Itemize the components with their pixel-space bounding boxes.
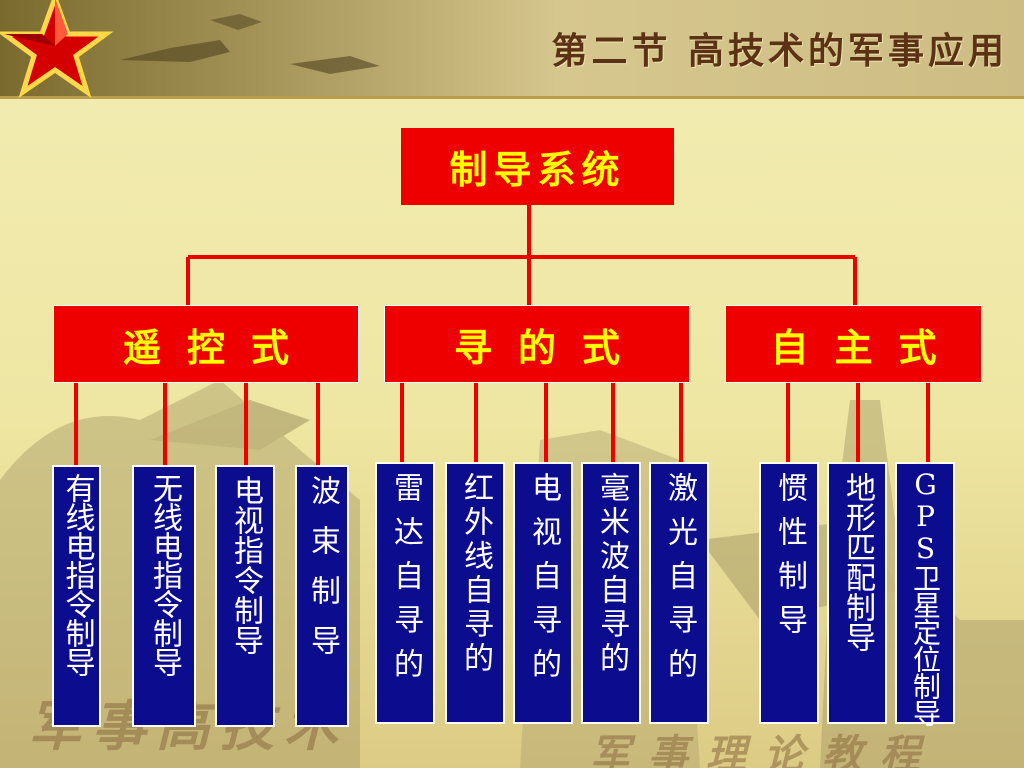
- title-banner: 第二节 高技术的军事应用: [0, 0, 1024, 99]
- leaf-node: 地形匹配制导: [827, 462, 887, 724]
- leaf-node: 雷达自寻的: [375, 462, 435, 724]
- leaf-node: 激光自寻的: [649, 462, 709, 724]
- leaf-node: 惯性制导: [759, 462, 819, 724]
- category-autonomous: 自主式: [725, 305, 982, 383]
- footer-watermark-right: 军事理论教程: [590, 732, 938, 768]
- leaf-node: 电视指令制导: [215, 465, 275, 727]
- leaf-node: GPS卫星定位制导: [895, 462, 955, 726]
- banner-silhouettes: [120, 14, 380, 74]
- leaf-node: 红外线自寻的: [445, 462, 505, 724]
- leaf-node: 有线电指令制导: [52, 465, 101, 727]
- page-title: 第二节 高技术的军事应用: [551, 31, 1008, 72]
- leaf-node: 电视自寻的: [513, 462, 573, 724]
- category-remote-control: 遥控式: [53, 305, 359, 383]
- category-homing: 寻的式: [384, 305, 690, 383]
- leaf-node: 波束制导: [295, 465, 349, 727]
- leaf-node: 毫米波自寻的: [581, 462, 641, 724]
- leaf-node: 无线电指令制导: [132, 465, 196, 727]
- red-star-icon: [0, 0, 114, 99]
- root-node: 制导系统: [401, 128, 674, 205]
